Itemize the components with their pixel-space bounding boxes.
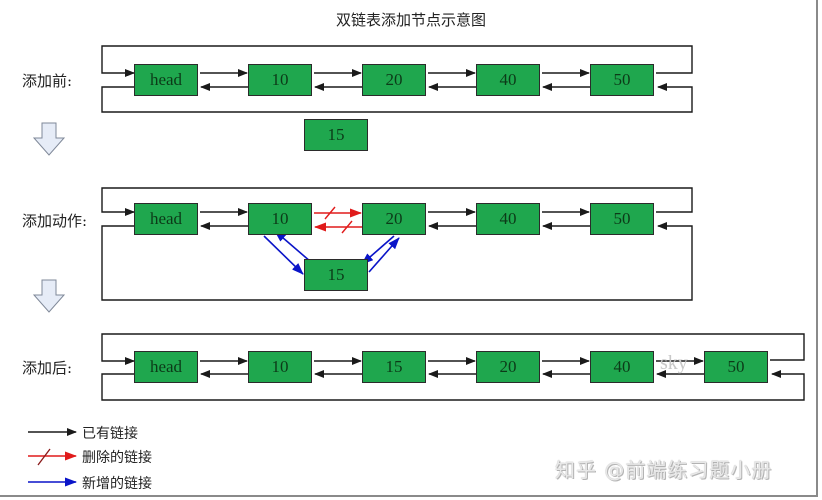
- diagram-title: 双链表添加节点示意图: [335, 11, 486, 29]
- node-new-15: 15: [304, 259, 368, 291]
- node-15: 15: [362, 351, 426, 383]
- node-40: 40: [476, 203, 540, 235]
- node-50: 50: [704, 351, 768, 383]
- node-10: 10: [248, 351, 312, 383]
- node-20: 20: [362, 64, 426, 96]
- overlay-text: sky: [660, 352, 688, 374]
- node-new-15: 15: [304, 119, 368, 151]
- row-label-before: 添加前:: [22, 72, 73, 90]
- node-40: 40: [590, 351, 654, 383]
- node-50: 50: [590, 64, 654, 96]
- action-links: [101, 187, 693, 301]
- node-20: 20: [362, 203, 426, 235]
- row-label-after: 添加后:: [22, 359, 73, 377]
- down-arrow-icon: [32, 122, 66, 156]
- node-10: 10: [248, 64, 312, 96]
- legend-deleted: 删除的链接: [82, 450, 152, 466]
- before-links: [101, 45, 693, 113]
- legend-lines: [28, 428, 77, 487]
- node-10: 10: [248, 203, 312, 235]
- row-label-action: 添加动作:: [22, 212, 88, 230]
- node-head: head: [134, 64, 198, 96]
- deleted-links: [314, 206, 362, 234]
- node-50: 50: [590, 203, 654, 235]
- node-40: 40: [476, 64, 540, 96]
- node-20: 20: [476, 351, 540, 383]
- down-arrow-icon: [32, 279, 66, 313]
- after-links: [101, 333, 805, 401]
- legend-existing: 已有链接: [82, 426, 138, 442]
- node-head: head: [134, 203, 198, 235]
- legend-added: 新增的链接: [82, 476, 152, 492]
- node-head: head: [134, 351, 198, 383]
- watermark: 知乎 @前端练习题小册: [555, 458, 773, 482]
